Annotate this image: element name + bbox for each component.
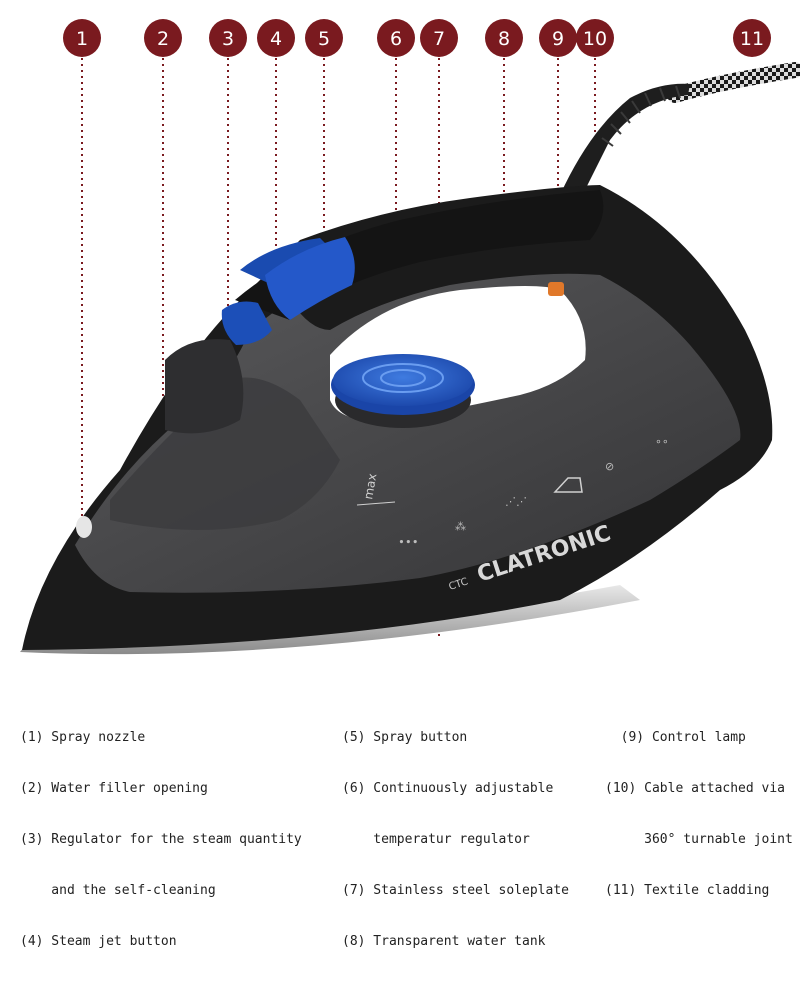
setting-crossed-icon: ⊘: [605, 460, 614, 473]
textile-cable: [667, 62, 800, 103]
spray-nozzle: [76, 516, 92, 538]
setting-steam-dots-icon: ⁂: [455, 520, 466, 533]
water-filler-opening: [165, 339, 244, 434]
legend-item: (10) Cable attached via: [605, 781, 786, 796]
max-line: [356, 501, 396, 506]
callout-badge-8: 8: [485, 19, 523, 57]
legend-item: temperatur regulator: [342, 832, 530, 847]
temperature-setting-symbols: ∙∙∙ ⁂ ⋰⋰ ⊘ ∘∘: [398, 435, 669, 548]
legend-item: (8) Transparent water tank: [342, 934, 546, 949]
callout-badge-5: 5: [305, 19, 343, 57]
callout-badge-circle: [305, 19, 343, 57]
callout-badge-circle: [144, 19, 182, 57]
max-water-label: max: [361, 472, 379, 500]
callout-number: 10: [583, 28, 607, 50]
callout-badge-circle: [539, 19, 577, 57]
callout-badge-2: 2: [144, 19, 182, 57]
callout-badge-circle: [485, 19, 523, 57]
callout-number: 2: [157, 28, 169, 50]
callout-number: 1: [76, 28, 88, 50]
callout-number: 11: [740, 28, 764, 50]
callout-badge-6: 6: [377, 19, 415, 57]
callout-number: 7: [433, 28, 445, 50]
legend-column-3: (9) Control lamp (10) Cable attached via…: [605, 695, 793, 933]
steam-regulator-knob: [221, 301, 272, 345]
callout-number: 4: [270, 28, 282, 50]
legend-item: (5) Spray button: [342, 730, 468, 745]
legend-item: (1) Spray nozzle: [20, 730, 146, 745]
cable-joint: [560, 83, 690, 195]
legend-column-1: (1) Spray nozzle (2) Water filler openin…: [20, 695, 302, 984]
legend-column-2: (5) Spray button (6) Continuously adjust…: [342, 695, 569, 984]
callout-badge-circle: [63, 19, 101, 57]
callout-badges: 1 2 3 4 5 6 7 8 9 10 11: [63, 19, 771, 57]
callout-number: 6: [390, 28, 402, 50]
callout-badge-11: 11: [733, 19, 771, 57]
water-tank: [110, 377, 340, 530]
callout-badge-circle: [209, 19, 247, 57]
spray-button: [265, 237, 355, 320]
legend-item: 360° turnable joint: [605, 832, 793, 847]
steam-jet-button: [240, 238, 332, 282]
setting-spray-icon: ⋰⋰: [505, 495, 527, 508]
legend-item: and the self-cleaning: [20, 883, 216, 898]
callout-badge-circle: [420, 19, 458, 57]
callout-badge-9: 9: [539, 19, 577, 57]
callout-badge-4: 4: [257, 19, 295, 57]
callout-badge-3: 3: [209, 19, 247, 57]
callout-badge-circle: [733, 19, 771, 57]
parts-legend: (1) Spray nozzle (2) Water filler openin…: [0, 695, 800, 949]
callout-badge-circle: [257, 19, 295, 57]
callout-number: 3: [222, 28, 234, 50]
control-lamp: [548, 282, 564, 296]
callout-badge-1: 1: [63, 19, 101, 57]
temperature-dial: [331, 354, 475, 428]
legend-item: (3) Regulator for the steam quantity: [20, 832, 302, 847]
callout-number: 8: [498, 28, 510, 50]
legend-item: (7) Stainless steel soleplate: [342, 883, 569, 898]
setting-bubbles-icon: ∘∘: [655, 435, 669, 448]
callout-number: 9: [552, 28, 564, 50]
legend-item: (9) Control lamp: [605, 730, 746, 745]
legend-item: (11) Textile cladding: [605, 883, 770, 898]
cable-joint-ribs: [601, 85, 681, 147]
callout-number: 5: [318, 28, 330, 50]
setting-dots-icon: ∙∙∙: [398, 535, 419, 548]
callout-badge-circle: [576, 19, 614, 57]
legend-item: (2) Water filler opening: [20, 781, 208, 796]
callout-badge-circle: [377, 19, 415, 57]
legend-item: (6) Continuously adjustable: [342, 781, 554, 796]
legend-item: (4) Steam jet button: [20, 934, 177, 949]
callout-badge-10: 10: [576, 19, 614, 57]
iron-symbol-icon: [553, 477, 583, 493]
callout-badge-7: 7: [420, 19, 458, 57]
